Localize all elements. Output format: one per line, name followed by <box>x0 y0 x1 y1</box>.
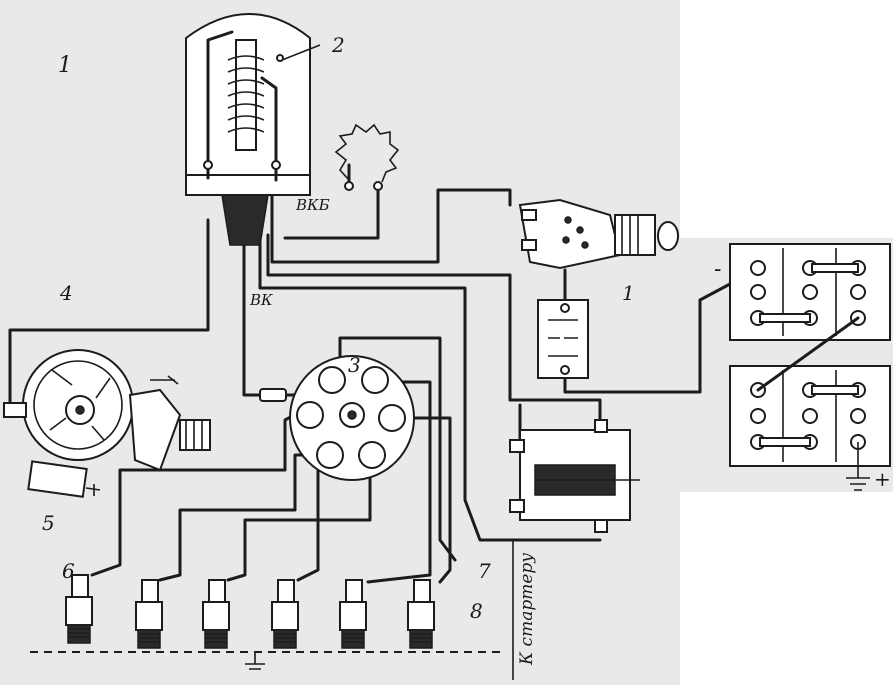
switch-contact <box>564 216 572 224</box>
relay-terminal-bottom <box>594 519 608 533</box>
coil-terminal-left <box>203 160 213 170</box>
breaker-terminal <box>3 402 27 418</box>
switch-contact <box>576 226 584 234</box>
battery-cell-dividers <box>782 248 837 462</box>
switch-contact <box>581 241 589 249</box>
ignition-switch <box>518 198 679 270</box>
breaker-shaft <box>75 405 85 415</box>
wire-coil-hv <box>242 238 264 397</box>
wire-relay-down <box>563 266 762 394</box>
coil-leader <box>281 44 321 61</box>
wire-center-to-starter <box>258 213 602 542</box>
wire-cap-top <box>338 336 457 562</box>
condenser <box>27 460 101 498</box>
label-vk: ВК <box>249 291 273 309</box>
resistor-terminal-left <box>344 181 354 191</box>
label-breaker: 4 <box>59 281 73 305</box>
wire-plug-2 <box>158 453 327 582</box>
batteries <box>729 243 891 491</box>
coil-internal-leads <box>206 30 278 182</box>
wire-plug-3 <box>226 453 372 582</box>
battery-links <box>759 263 859 447</box>
relay-terminal-top <box>594 419 608 433</box>
condenser-lead <box>85 484 101 496</box>
fuse-block <box>537 299 589 379</box>
label-spark-plug: 6 <box>62 559 75 583</box>
switch-barrel <box>614 214 656 256</box>
cap-socket <box>318 366 346 394</box>
cap-socket <box>361 366 389 394</box>
additional-resistor <box>334 123 400 191</box>
coil-inner-dot <box>276 54 284 62</box>
ignition-coil <box>185 13 321 246</box>
distributor-housing <box>128 388 182 472</box>
battery-interconnect <box>756 316 860 392</box>
cap-socket <box>378 404 406 432</box>
battery-lower-terminals <box>750 382 866 450</box>
spark-plug <box>339 579 367 649</box>
distributor-ribs <box>185 420 203 450</box>
fuse-terminal-top <box>560 303 570 313</box>
distributor-cap <box>289 355 415 481</box>
label-distributor-cap: 3 <box>348 353 361 377</box>
switch-contact <box>562 236 570 244</box>
breaker-distributor <box>3 349 211 472</box>
spark-plug <box>202 579 230 649</box>
cap-socket <box>358 441 386 469</box>
battery-ground-symbol <box>846 442 870 491</box>
cap-center-contact <box>347 410 357 420</box>
wire-vk-long <box>266 233 602 422</box>
spark-plug <box>407 579 435 649</box>
plugs-ground-symbol <box>245 652 265 670</box>
label-condenser: 5 <box>42 511 55 535</box>
label-to-starter: К стартеру <box>517 553 537 666</box>
switch-terminal <box>521 209 537 221</box>
labels: 2 3 4 5 6 7 8 1 1 ВКБ ВК К стартеру - + <box>42 33 891 666</box>
label-minus: - <box>714 257 721 282</box>
breaker-ground <box>150 375 179 385</box>
coil-terminal-right <box>271 160 281 170</box>
fuse-block-marks <box>548 319 578 357</box>
label-coil: 2 <box>331 33 345 57</box>
wire-plug-6 <box>393 416 452 584</box>
label-ignition-switch: 1 <box>622 281 635 305</box>
resistor-terminal-right <box>373 181 383 191</box>
switch-terminal <box>521 239 537 251</box>
cap-socket <box>316 441 344 469</box>
label-hv-wire: 7 <box>478 559 491 583</box>
relay-terminal-left <box>509 499 525 513</box>
breaker-inner-ring <box>33 360 123 450</box>
hv-suppressor <box>259 388 287 402</box>
spark-plug <box>65 574 93 644</box>
label-vkb: ВКБ <box>295 196 330 214</box>
breaker-arms <box>49 369 111 441</box>
spark-plugs <box>30 574 500 670</box>
label-plug-tip: 8 <box>470 599 483 623</box>
wires <box>8 163 762 584</box>
switch-key <box>657 221 679 251</box>
coil-winding <box>227 55 265 133</box>
wire-vk-to-starter-relay <box>270 188 512 264</box>
wire-coil-to-breaker <box>8 218 210 412</box>
coil-base-plate <box>185 174 311 196</box>
starter-relay <box>509 419 640 680</box>
coil-insulator <box>221 194 269 246</box>
spark-plug <box>271 579 299 649</box>
fuse-block-body <box>537 299 589 379</box>
wire-vkb-resistor <box>283 184 380 240</box>
resistor-zigzag <box>334 123 400 183</box>
label-stray-mark: 1 <box>58 53 72 78</box>
label-plus: + <box>874 467 891 491</box>
relay-terminal-left <box>509 439 525 453</box>
cap-socket <box>296 401 324 429</box>
spark-plug <box>135 579 163 649</box>
condenser-body <box>27 460 88 498</box>
fuse-terminal-bottom <box>560 365 570 375</box>
wire-plug-5 <box>366 380 432 584</box>
distributor-shaft-housing <box>179 419 211 451</box>
switch-ribs <box>621 215 639 255</box>
